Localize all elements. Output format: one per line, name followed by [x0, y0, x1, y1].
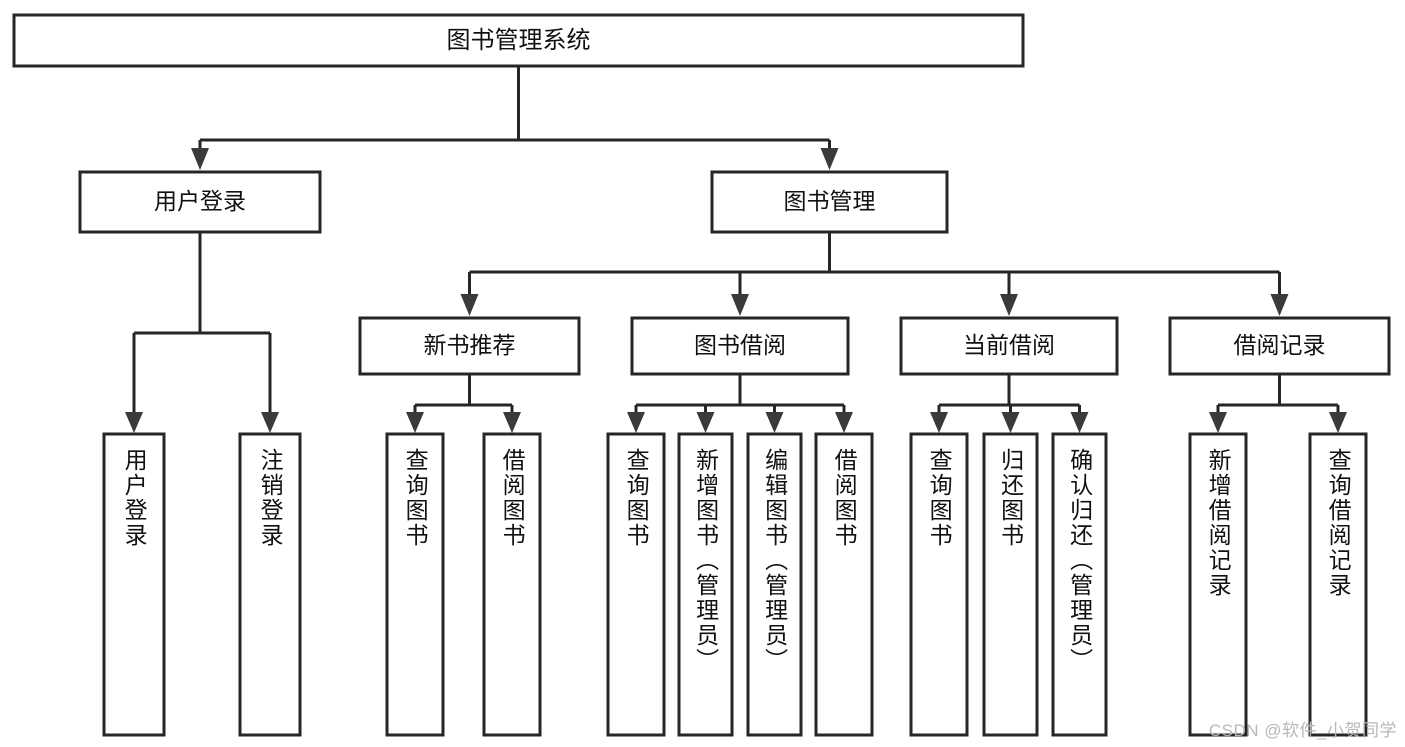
node-level2-label-1: 图书借阅	[694, 332, 786, 358]
node-leaf-box-borrow_record-1	[1308, 432, 1368, 737]
arrow-book_borrow-to-leaf-0	[627, 412, 645, 433]
node-level2-box-3	[1168, 316, 1391, 376]
arrow-root-to-level1-0	[191, 148, 209, 170]
node-level2-label-3: 借阅记录	[1234, 332, 1326, 358]
arrow-root-to-level1-1	[820, 148, 839, 170]
node-level1-box-1	[710, 170, 949, 234]
node-level1-label-0: 用户登录	[154, 188, 246, 214]
arrow-mgmt-to-level2-0	[460, 294, 479, 316]
node-leaf-box-new_book_recommend-1	[482, 432, 542, 737]
arrow-new_book_recommend-to-leaf-1	[503, 412, 521, 433]
arrow-user_login-to-leaf-1	[261, 412, 279, 433]
boxes-layer	[12, 13, 1391, 737]
node-level2-label-2: 当前借阅	[963, 332, 1055, 358]
node-leaf-box-book_borrow-3	[814, 432, 874, 737]
csdn-watermark: CSDN @软件_小贺同学	[1208, 721, 1397, 740]
node-leaf-box-current_borrow-2	[1051, 432, 1108, 737]
node-level2-box-1	[630, 316, 850, 376]
arrow-current_borrow-to-leaf-1	[1001, 412, 1020, 433]
node-level2-label-0: 新书推荐	[424, 332, 516, 358]
node-leaf-box-book_borrow-2	[746, 432, 803, 737]
arrow-book_borrow-to-leaf-3	[835, 412, 853, 433]
arrow-user_login-to-leaf-0	[125, 412, 143, 433]
node-level2-box-0	[358, 316, 581, 376]
arrow-mgmt-to-level2-1	[731, 294, 749, 316]
arrow-book_borrow-to-leaf-2	[765, 412, 784, 433]
arrow-borrow_record-to-leaf-1	[1329, 412, 1347, 433]
arrow-mgmt-to-level2-3	[1270, 294, 1289, 316]
node-leaf-box-current_borrow-1	[982, 432, 1039, 737]
arrow-book_borrow-to-leaf-1	[696, 412, 715, 433]
node-level1-box-0	[78, 170, 322, 234]
node-leaf-box-borrow_record-0	[1188, 432, 1248, 737]
node-leaf-box-new_book_recommend-0	[385, 432, 445, 737]
arrow-mgmt-to-level2-2	[1000, 294, 1018, 316]
node-leaf-box-current_borrow-0	[909, 432, 969, 737]
arrow-current_borrow-to-leaf-2	[1070, 412, 1089, 433]
node-root-label: 图书管理系统	[447, 27, 591, 54]
node-root-box	[12, 13, 1025, 68]
node-level2-box-2	[899, 316, 1119, 376]
node-level1-label-1: 图书管理	[784, 188, 876, 214]
node-leaf-box-book_borrow-0	[606, 432, 666, 737]
connectors-layer	[125, 66, 1347, 433]
node-leaf-box-user_login-1	[238, 432, 302, 737]
node-leaf-box-book_borrow-1	[677, 432, 734, 737]
arrow-current_borrow-to-leaf-0	[930, 412, 948, 433]
arrow-new_book_recommend-to-leaf-0	[406, 412, 424, 433]
node-leaf-box-user_login-0	[102, 432, 166, 737]
arrow-borrow_record-to-leaf-0	[1209, 412, 1227, 433]
